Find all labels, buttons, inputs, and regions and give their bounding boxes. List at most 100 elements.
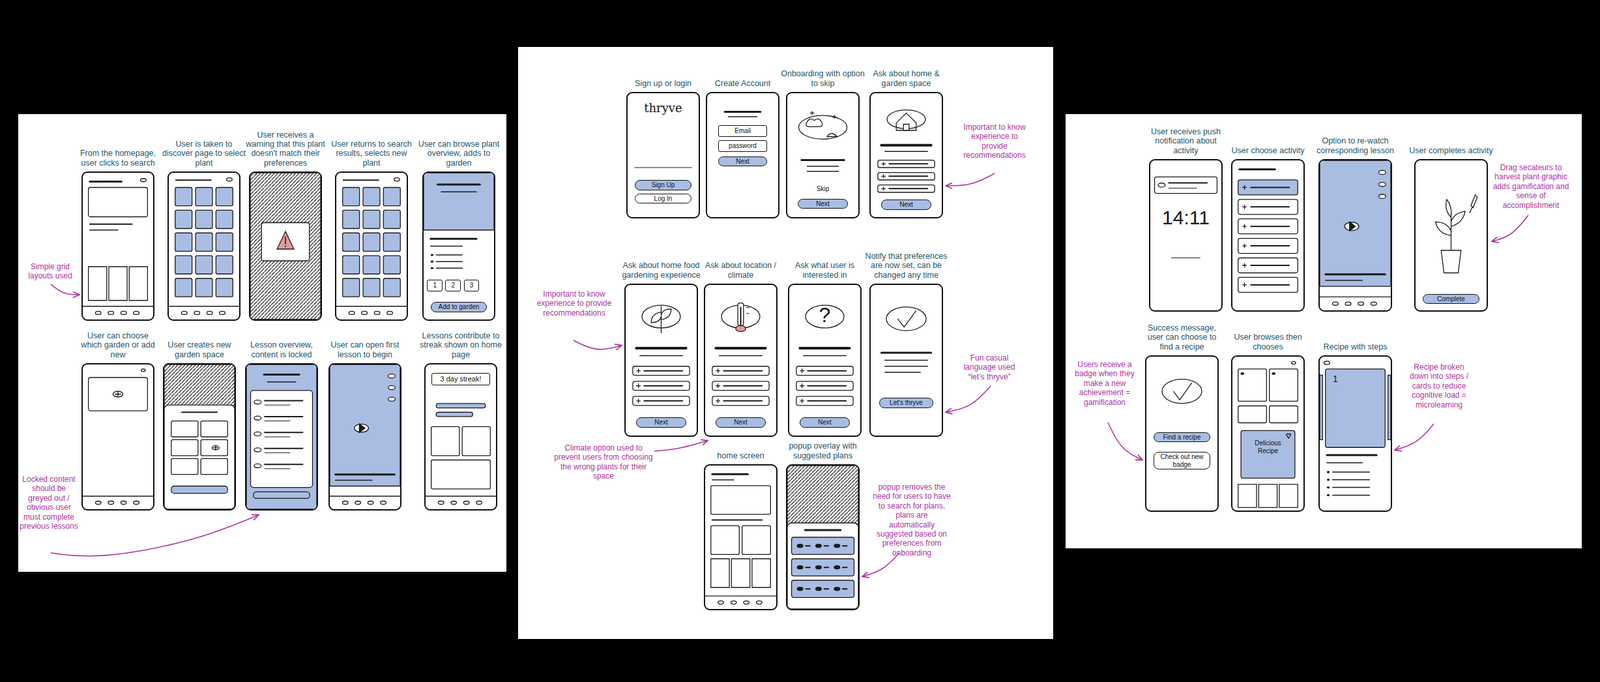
sketch-circle [886,306,927,331]
sketch-line [740,307,742,326]
sketch-line [430,245,463,248]
sketch-shape [164,404,235,510]
screen-text: Add to garden [430,301,487,313]
wireframe-screen: Ask what user is interested in?Next [782,260,867,437]
sketch-shape [1240,430,1295,478]
sketch-line [723,385,762,387]
wireframe-screen: User choose activity [1225,145,1310,312]
screen-sketch [787,465,859,609]
annotation-note: Recipe broken down into steps / cards to… [1407,362,1471,410]
sketch-shape [742,525,771,554]
sketch-line [1250,284,1290,286]
sketch-line [807,385,846,387]
sketch-circle [133,501,140,505]
sketch-shape [200,458,228,474]
sketch-path [1242,282,1247,287]
screen-caption: home screen [698,450,783,461]
sketch-circle [450,501,457,505]
sketch-circle [355,501,362,505]
sketch-shape [632,381,690,391]
sketch-circle [120,310,127,315]
annotation-note: Fun casual language used “let’s thryve” [955,353,1024,382]
sketch-circle [1326,494,1329,496]
sketch-shape [171,485,228,493]
sketch-shape [171,458,199,474]
sketch-circle [815,587,822,591]
phone-frame [167,171,241,321]
annotation-note: Simple grid layouts used [22,261,79,281]
sketch-shape [383,209,401,229]
sketch-line [881,351,931,354]
sketch-line [1168,182,1208,184]
screen-text: 2 [445,279,461,292]
screen-sketch [1232,160,1304,311]
sketch-circle [211,445,219,450]
sketch-circle [1291,361,1296,364]
sketch-shape [1238,368,1267,402]
phone-frame: thryveSign UpLog In [626,91,700,219]
phone-frame: SkipNext [785,91,860,219]
sketch-line [343,179,379,181]
phone-frame: Next [703,283,778,437]
sketch-shape [250,172,321,320]
phone-frame [248,171,322,321]
annotation-note: Important to know experience to provide … [535,289,613,318]
sketch-shape [712,381,770,391]
wireframe-screen: User creates new garden space [157,340,242,511]
sketch-circle [1240,372,1244,375]
sketch-line [746,306,749,308]
sketch-line [715,346,766,350]
sketch-shape [1279,484,1298,508]
screen-text: Email [718,125,767,137]
sketch-circle [430,254,433,256]
sketch-path [1469,194,1478,214]
screen-caption: Lesson overview, content is locked [239,340,324,360]
sketch-shape [877,185,935,193]
sketch-shape [175,209,193,229]
sketch-shape [175,278,193,297]
sketch-shape [175,255,193,274]
sketch-line [824,544,830,547]
sketch-line [1326,454,1377,457]
sketch-circle [797,587,803,591]
sketch-line [885,365,928,367]
annotation-note: Drag secateurs to harvest plant graphic … [1491,162,1571,210]
sketch-shape [129,266,148,301]
sketch-line [885,151,928,153]
sketch-line [89,180,122,183]
sketch-line [805,587,811,590]
wireframe-screen: Lessons contribute to streak shown on ho… [419,331,503,511]
phone-frame [334,171,408,321]
sketch-line [264,415,303,418]
screen-text: Delicious Recipe [1243,439,1292,455]
screen-caption: User returns to search results, selects … [329,139,414,168]
sketch-shape [1388,374,1391,440]
wireframe-screen: User receives a warning that this plant … [243,130,328,322]
phone-frame: Let's thryve [869,283,944,437]
sketch-line [643,385,683,387]
sketch-shape [383,232,401,251]
sketch-shape [1258,484,1277,508]
sketch-line [805,544,811,547]
sketch-circle [437,501,444,505]
sketch-circle [380,501,387,505]
sketch-line [824,587,830,590]
sketch-line [1319,296,1391,298]
sketch-path [636,383,641,388]
sketch-shape [215,255,233,274]
phone-frame [328,363,402,511]
screen-sketch [329,364,401,510]
sketch-line [264,436,291,438]
sketch-line [842,587,848,590]
sketch-path [276,231,294,249]
wireframe-screen: User can browse plant overview, adds to … [417,139,501,321]
sketch-line [213,447,218,448]
sketch-shape [903,124,910,131]
wireframe-screen: Lesson overview, content is locked [239,340,324,511]
sketch-line [264,452,291,453]
wireframe-screen: User browses then choosesDelicious Recip… [1225,332,1310,512]
phone-frame: ?Next [787,283,862,437]
sketch-line [264,463,303,465]
sketch-line [115,393,122,395]
sketch-circle [798,115,847,139]
